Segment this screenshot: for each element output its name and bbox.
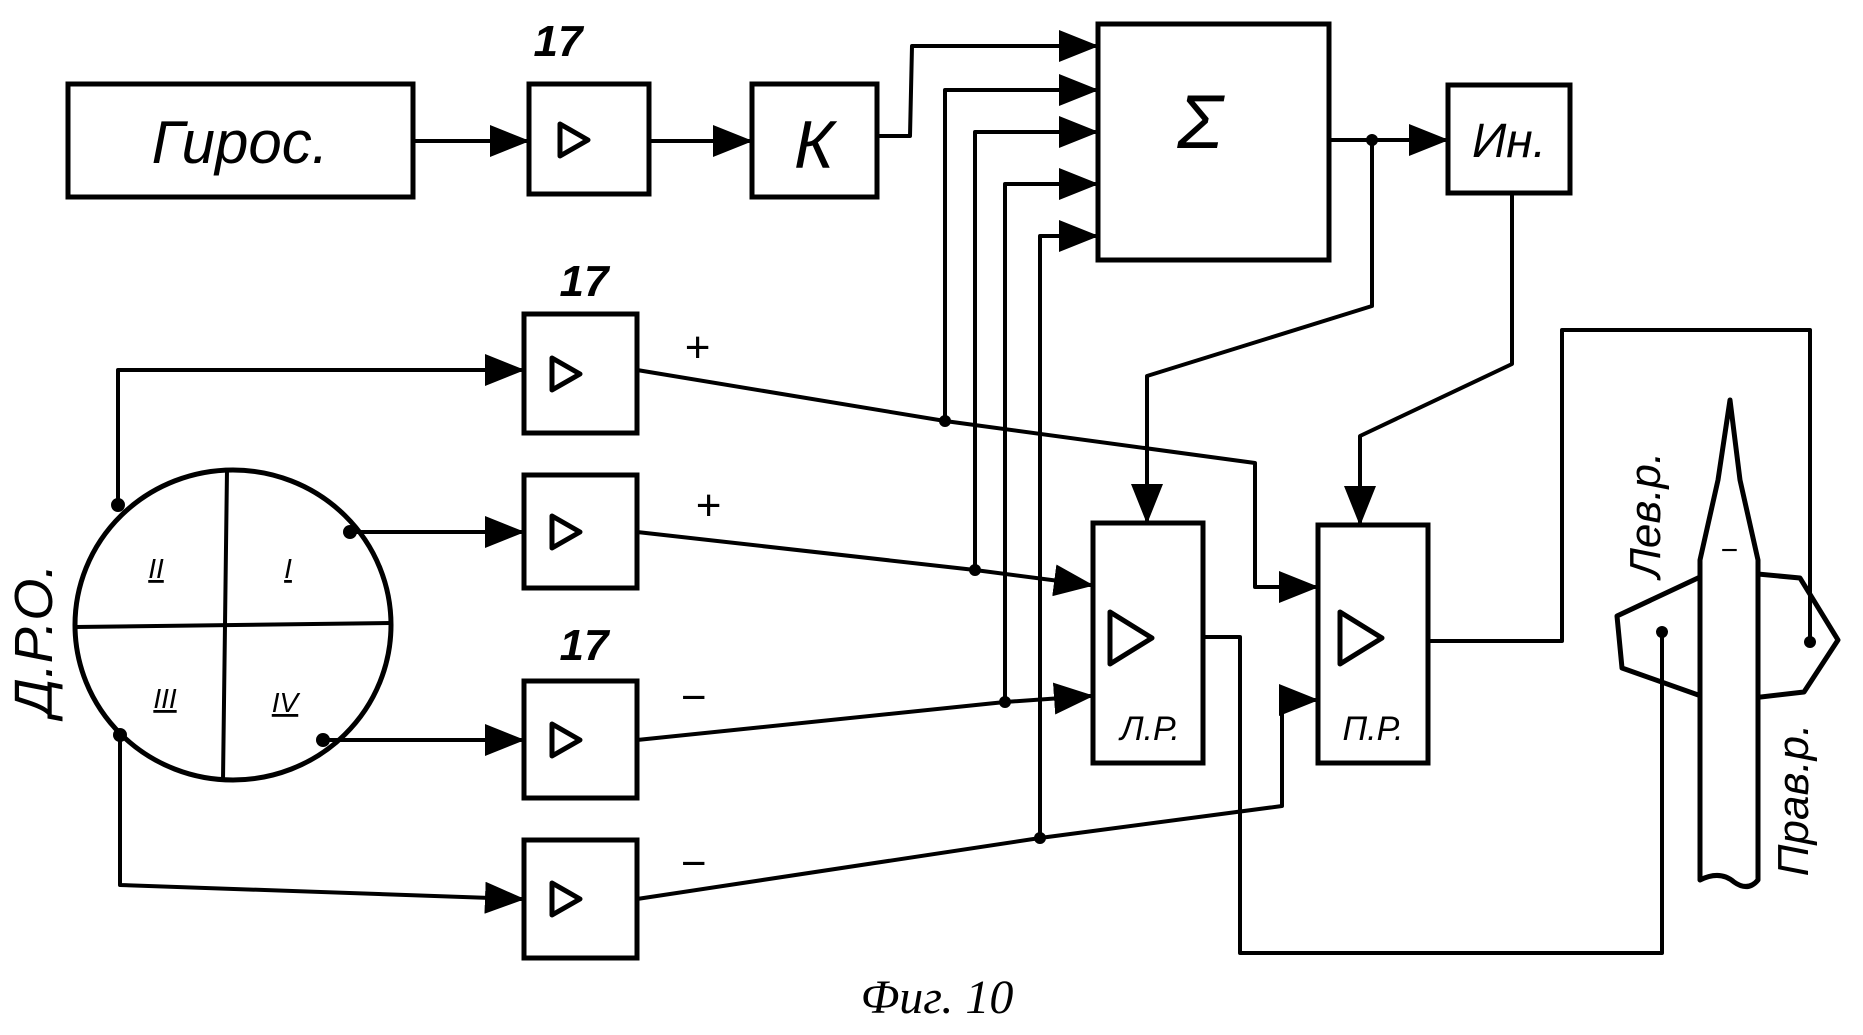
amplifier-q2 — [524, 314, 637, 433]
summator-label: Σ — [1176, 80, 1225, 165]
sensor-label: Д.Р.О. — [4, 564, 64, 722]
sign-minus-q3: − — [680, 673, 706, 722]
left-steering-label: Л.Р. — [1118, 710, 1180, 748]
amplifier-q1 — [524, 475, 637, 588]
amplifier-gyro — [529, 84, 649, 194]
quadrant-label-2: II — [148, 553, 164, 584]
inverter-label: Ин. — [1472, 115, 1546, 168]
coefficient-block: К — [752, 84, 877, 197]
quadrant-label-4: IV — [272, 687, 301, 718]
right-rudder-label: Прав.р. — [1769, 724, 1818, 877]
sign-plus-q2: + — [684, 323, 710, 372]
inverter-block: Ин. — [1448, 85, 1570, 193]
right-steering-amplifier: П.Р. — [1318, 525, 1428, 763]
sign-plus-q1: + — [695, 481, 721, 530]
ref-number-amp-q2: 17 — [560, 257, 611, 306]
fuselage-sign: − — [1720, 534, 1738, 567]
quadrant-label-1: I — [284, 553, 292, 584]
left-steering-amplifier: Л.Р. — [1093, 523, 1203, 763]
amplifier-q4 — [524, 840, 637, 958]
gyroscope-block: Гирос. — [68, 84, 413, 197]
coefficient-label: К — [794, 107, 838, 183]
left-rudder-label: Лев.р. — [1621, 452, 1670, 582]
figure-caption: Фиг. 10 — [861, 971, 1014, 1024]
ref-number-amp-gyro: 17 — [534, 17, 585, 66]
right-steering-label: П.Р. — [1343, 710, 1404, 748]
gyroscope-label: Гирос. — [152, 109, 329, 176]
summator-block: Σ — [1098, 24, 1329, 260]
ref-number-amp-q3: 17 — [560, 621, 611, 670]
amplifier-q3 — [524, 681, 637, 798]
sign-minus-q4: − — [680, 839, 706, 888]
quadrant-label-3: III — [153, 683, 177, 714]
